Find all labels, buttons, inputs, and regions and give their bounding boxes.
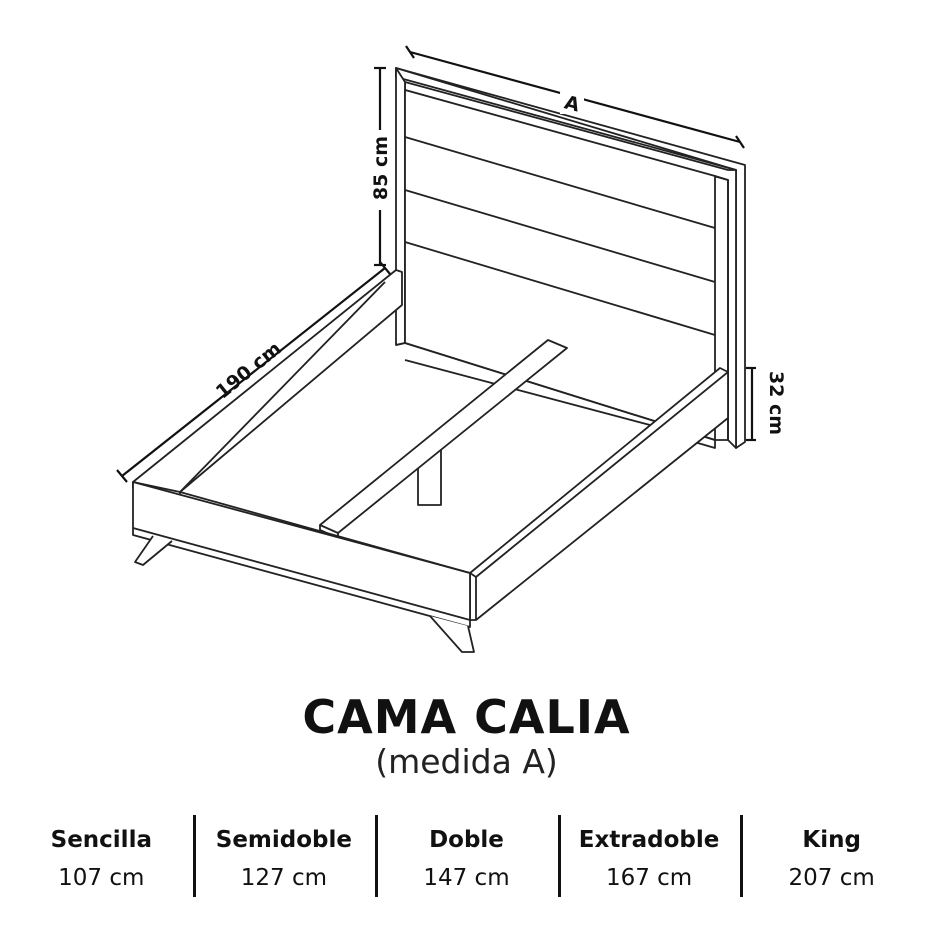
size-value: 167 cm xyxy=(605,865,693,891)
bed-diagram: A 85 cm 190 cm 32 cm xyxy=(116,45,787,653)
left-side-rail xyxy=(132,269,403,498)
size-extradoble: Extradoble 167 cm xyxy=(557,815,741,897)
size-value: 207 cm xyxy=(788,865,875,891)
front-right-leg xyxy=(429,615,475,653)
dimension-label-width: A xyxy=(562,91,582,116)
dimension-label-height: 85 cm xyxy=(370,136,392,200)
size-table: Sencilla 107 cm Semidoble 127 cm Doble 1… xyxy=(10,815,923,897)
product-subtitle: (medida A) xyxy=(375,742,558,781)
dimension-line-length xyxy=(116,261,391,483)
right-side-rail xyxy=(469,367,729,621)
size-value: 147 cm xyxy=(423,865,510,891)
size-name: Doble xyxy=(429,827,504,853)
front-left-leg xyxy=(134,535,173,566)
size-name: King xyxy=(802,827,861,853)
size-name: Sencilla xyxy=(50,827,152,853)
size-value: 127 cm xyxy=(240,865,328,891)
size-name: Extradoble xyxy=(578,827,720,853)
size-value: 107 cm xyxy=(58,865,145,891)
size-name: Semidoble xyxy=(215,827,352,853)
size-doble: Doble 147 cm xyxy=(375,815,558,897)
size-semidoble: Semidoble 127 cm xyxy=(192,815,376,897)
size-sencilla: Sencilla 107 cm xyxy=(10,815,193,897)
footboard xyxy=(132,481,471,628)
dimension-label-frame-height: 32 cm xyxy=(765,371,787,435)
product-title: CAMA CALIA xyxy=(302,690,631,744)
size-king: King 207 cm xyxy=(740,815,923,897)
